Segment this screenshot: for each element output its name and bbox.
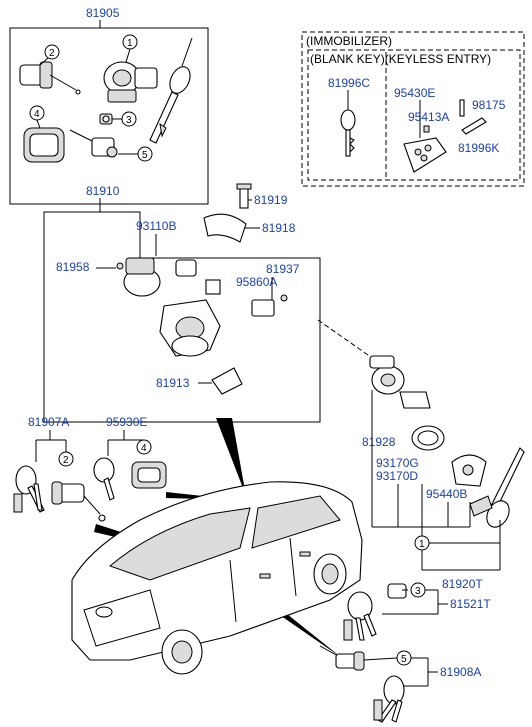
immobilizer-subtitle: (BLANK KEY)(KEYLESS ENTRY) (310, 52, 491, 66)
battery-pin-illustration (459, 99, 465, 117)
immobilizer-box (301, 31, 525, 187)
tailgate-key-set-illustration (343, 583, 407, 641)
label-81920T: 81920T (442, 577, 483, 591)
trunk-key-set-illustration (319, 645, 405, 723)
ignition-switch-assembly-illustration (369, 355, 431, 409)
label-81958: 81958 (56, 260, 90, 274)
callout-4-text: 4 (34, 109, 40, 120)
key-cylinder-cover-illustration (451, 454, 487, 487)
pointer-arrow-1 (216, 418, 246, 496)
door-lock-cylinder-illustration (19, 61, 81, 95)
door-key-set-illustration (13, 465, 45, 513)
lock-cover-illustration (211, 367, 243, 395)
callout-4-lower (136, 439, 152, 455)
label-95413A: 95413A (408, 110, 449, 124)
immobilizer-inner-box (307, 49, 521, 181)
immobilizer-module-illustration (93, 457, 167, 501)
label-81907A: 81907A (28, 415, 69, 429)
label-81908A: 81908A (440, 665, 481, 679)
label-95860A: 95860A (236, 275, 277, 289)
callout-3-lower-text: 3 (415, 586, 421, 597)
small-cylinder-illustration (99, 113, 113, 125)
steering-lock-body-illustration (159, 279, 221, 357)
trunk-cylinder-illustration (69, 129, 118, 158)
door-cylinder-illustration (51, 481, 106, 522)
long-key-illustration (486, 447, 525, 528)
label-93170G: 93170G (376, 456, 419, 470)
callout-2 (44, 44, 60, 60)
label-81996C: 81996C (328, 76, 370, 90)
label-81521T: 81521T (450, 597, 491, 611)
label-95930E: 95930E (106, 415, 147, 429)
immobilizer-title: (IMMOBILIZER) (306, 34, 392, 48)
key-ring-illustration (411, 425, 445, 451)
switch-illustration (116, 257, 197, 297)
label-81913: 81913 (156, 376, 190, 390)
label-81918: 81918 (262, 221, 296, 235)
callout-5-lower-text: 5 (401, 654, 407, 665)
car-illustration (71, 481, 363, 675)
label-95430E: 95430E (394, 86, 435, 100)
callout-3-text: 3 (126, 115, 132, 126)
assembly-81910-box (43, 211, 321, 423)
label-81905: 81905 (86, 6, 120, 20)
label-81910: 81910 (86, 184, 120, 198)
callout-5-text: 5 (142, 150, 148, 161)
callout-4-lower-text: 4 (141, 443, 147, 454)
label-81919: 81919 (254, 193, 288, 207)
label-93170D: 93170D (376, 469, 418, 483)
callout-1-text: 1 (127, 38, 133, 49)
key-blade-illustration (461, 117, 487, 135)
callout-2-lower-text: 2 (63, 455, 69, 466)
callout-1-right-text: 1 (419, 539, 425, 550)
steering-lock-bracket-illustration (203, 213, 247, 243)
label-81928: 81928 (362, 435, 396, 449)
key-head-small-illustration (469, 495, 493, 517)
blank-key-illustration (340, 109, 356, 157)
remote-key-fob-illustration (403, 125, 447, 173)
label-81996K: 81996K (458, 141, 499, 155)
key-illustration (149, 37, 193, 144)
callout-2-lower (58, 451, 74, 467)
label-81937: 81937 (266, 262, 300, 276)
lock-housing-illustration (23, 127, 65, 163)
label-95440B: 95440B (426, 487, 467, 501)
kit-81905-box (9, 27, 209, 205)
callout-2-text: 2 (49, 48, 55, 59)
immobilizer-antenna-illustration (251, 294, 288, 317)
label-98175: 98175 (472, 98, 506, 112)
shear-bolt-illustration (236, 183, 252, 209)
label-93110B: 93110B (136, 219, 176, 233)
ignition-lock-illustration (103, 61, 158, 103)
